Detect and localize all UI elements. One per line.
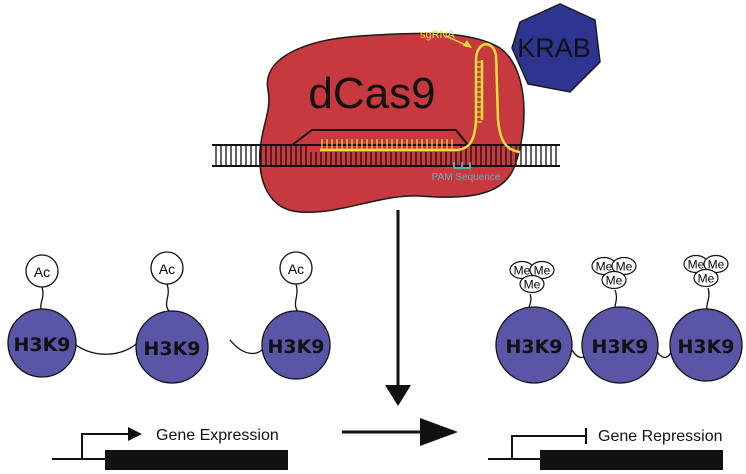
horizontal-arrowhead xyxy=(420,418,458,446)
promoter-arrowhead-left xyxy=(128,427,142,441)
h3k9-label: H3K9 xyxy=(591,336,648,358)
methyl-label: Me xyxy=(616,260,633,274)
methyl-label: Me xyxy=(606,274,623,288)
methyl-label: Me xyxy=(524,278,541,292)
h3k9-label: H3K9 xyxy=(505,336,562,358)
h3k9-label: H3K9 xyxy=(267,336,324,358)
acetyl-label: Ac xyxy=(159,261,175,277)
nucleosome-right-3 xyxy=(669,308,743,382)
acetyl-mark-1 xyxy=(25,254,59,288)
central-down-arrowhead xyxy=(385,385,411,406)
methyl-mark xyxy=(519,274,545,294)
pam-bracket xyxy=(453,162,471,169)
dcas9-label: dCas9 xyxy=(308,69,435,118)
displaced-strand xyxy=(291,129,469,146)
krab-label: KRAB xyxy=(517,33,591,63)
h3k9-label: H3K9 xyxy=(677,336,734,358)
nucleosome-left-1 xyxy=(7,308,77,378)
dcas9-protein xyxy=(259,32,525,214)
gene-body-right xyxy=(540,450,723,470)
nucleosome-right-2 xyxy=(581,306,659,384)
methyl-label: Me xyxy=(596,260,613,274)
methyl-label: Me xyxy=(514,264,531,278)
nucleosome-right-1 xyxy=(495,306,573,384)
methyl-mark xyxy=(601,270,627,290)
methyl-mark xyxy=(693,268,719,288)
h3k9-label: H3K9 xyxy=(13,334,70,356)
h3k9-label: H3K9 xyxy=(143,338,200,360)
nucleosome-left-3 xyxy=(261,310,331,380)
dna-double-helix xyxy=(212,144,560,167)
gene-repression-label: Gene Repression xyxy=(598,428,723,445)
promoter-arrow-left xyxy=(81,433,130,459)
promoter-block-right xyxy=(511,435,586,459)
gene-body-left xyxy=(105,450,288,470)
methyl-label: Me xyxy=(698,272,715,286)
sgrna-pointer-head xyxy=(463,40,472,48)
nucleosome-left-2 xyxy=(135,310,209,384)
gene-expression-label: Gene Expression xyxy=(156,427,279,444)
methyl-label: Me xyxy=(708,258,725,272)
sgrna-strand xyxy=(320,43,521,154)
gene-repression-locus: Gene Repression xyxy=(488,428,723,470)
gene-expression-locus: Gene Expression xyxy=(52,427,288,470)
acetyl-label: Ac xyxy=(34,264,50,280)
methyl-label: Me xyxy=(688,258,705,272)
acetyl-label: Ac xyxy=(288,261,304,277)
acetyl-mark-2 xyxy=(150,251,184,285)
pam-label: PAM Sequence xyxy=(432,172,501,183)
krab-domain xyxy=(511,3,601,93)
left-chromatin: Ac Ac Ac H3K9 H3K9 H3K9 xyxy=(7,251,331,384)
sgrna-label: sgRNA xyxy=(420,29,456,41)
methyl-label: Me xyxy=(534,264,551,278)
acetyl-mark-3 xyxy=(279,251,313,285)
